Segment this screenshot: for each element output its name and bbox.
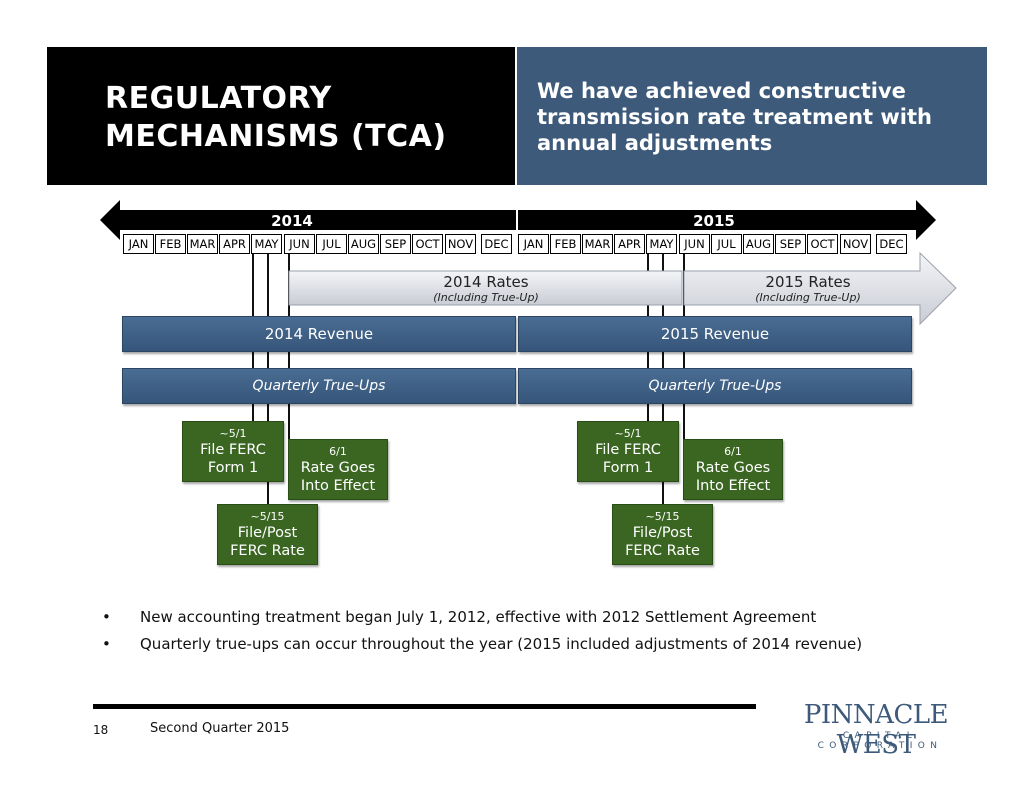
year-label-2015: 2015 <box>693 212 735 230</box>
month-cell: AUG <box>743 234 774 254</box>
event-post-ferc-rate-2015: ~5/15 File/Post FERC Rate <box>612 504 713 565</box>
event-label-line: File/Post <box>632 524 693 541</box>
month-cell: MAR <box>582 234 613 254</box>
event-file-ferc-form-2014: ~5/1 File FERC Form 1 <box>182 421 284 482</box>
month-cell: OCT <box>807 234 838 254</box>
company-logo-name: PINNACLE WEST <box>803 700 949 760</box>
month-cell: AUG <box>348 234 379 254</box>
month-cell: FEB <box>155 234 186 254</box>
month-cell: FEB <box>550 234 581 254</box>
bullet-marker: • <box>102 635 111 653</box>
month-cell: MAR <box>187 234 218 254</box>
month-cell: APR <box>614 234 645 254</box>
header-subtitle-panel <box>517 47 987 185</box>
month-cell: JAN <box>518 234 549 254</box>
month-cell: NOV <box>840 234 871 254</box>
bullet-marker: • <box>102 608 111 626</box>
page-number: 18 <box>93 723 109 737</box>
rates-2015-sublabel: (Including True-Up) <box>755 291 861 304</box>
trueup-bar-2014: Quarterly True-Ups <box>122 368 516 404</box>
event-label-line: Into Effect <box>695 477 771 494</box>
month-cell: MAY <box>646 234 677 254</box>
event-date: 6/1 <box>329 444 347 458</box>
month-cell: OCT <box>412 234 443 254</box>
event-file-ferc-form-2015: ~5/1 File FERC Form 1 <box>577 421 679 482</box>
month-cell: SEP <box>380 234 411 254</box>
month-cell: MAY <box>251 234 282 254</box>
event-label-line: Rate Goes <box>300 459 376 476</box>
rates-2014-label: 2014 Rates <box>443 273 529 291</box>
footer-divider <box>93 704 756 709</box>
event-rate-effect-2014: 6/1 Rate Goes Into Effect <box>288 439 388 500</box>
header-title-panel <box>47 47 515 185</box>
event-label-line: File FERC <box>595 441 661 458</box>
event-post-ferc-rate-2014: ~5/15 File/Post FERC Rate <box>217 504 318 565</box>
month-cell: JUL <box>711 234 742 254</box>
page-subtitle: We have achieved constructive transmissi… <box>537 79 932 155</box>
month-cell: DEC <box>481 234 512 254</box>
revenue-bar-2015: 2015 Revenue <box>518 316 912 352</box>
event-label-line: FERC Rate <box>230 542 305 559</box>
event-label-line: FERC Rate <box>625 542 700 559</box>
company-logo-tagline: CAPITAL CORPORATION <box>817 731 943 751</box>
event-date: ~5/1 <box>614 426 642 440</box>
event-rate-effect-2015: 6/1 Rate Goes Into Effect <box>683 439 783 500</box>
month-cell: JUN <box>284 234 315 254</box>
trueup-bar-2015: Quarterly True-Ups <box>518 368 912 404</box>
page-title: REGULATORY MECHANISMS (TCA) <box>105 81 447 154</box>
event-label-line: Into Effect <box>300 477 376 494</box>
month-cell: NOV <box>445 234 476 254</box>
rates-2014: 2014 Rates (Including True-Up) <box>290 273 682 305</box>
month-cell: JUL <box>316 234 347 254</box>
rates-2015: 2015 Rates (Including True-Up) <box>686 273 930 305</box>
year-timeline-arrow <box>100 200 936 240</box>
event-date: ~5/1 <box>219 426 247 440</box>
month-cell: SEP <box>775 234 806 254</box>
event-label-line: File FERC <box>200 441 266 458</box>
event-label-line: Form 1 <box>207 459 259 476</box>
bullet-text: New accounting treatment began July 1, 2… <box>140 608 817 626</box>
event-date: 6/1 <box>724 444 742 458</box>
event-label-line: File/Post <box>237 524 298 541</box>
month-cell: DEC <box>876 234 907 254</box>
rates-arrow <box>288 252 957 326</box>
event-label-line: Form 1 <box>602 459 654 476</box>
footer-text: Second Quarter 2015 <box>150 721 290 736</box>
year-label-2014: 2014 <box>271 212 313 230</box>
month-cell: JAN <box>123 234 154 254</box>
bullet-text: Quarterly true-ups can occur throughout … <box>140 635 863 653</box>
event-label-line: Rate Goes <box>695 459 771 476</box>
month-cell: JUN <box>679 234 710 254</box>
event-date: ~5/15 <box>645 509 680 523</box>
month-cell: APR <box>219 234 250 254</box>
revenue-bar-2014: 2014 Revenue <box>122 316 516 352</box>
rates-2014-sublabel: (Including True-Up) <box>433 291 539 304</box>
rates-2015-label: 2015 Rates <box>765 273 851 291</box>
event-date: ~5/15 <box>250 509 285 523</box>
